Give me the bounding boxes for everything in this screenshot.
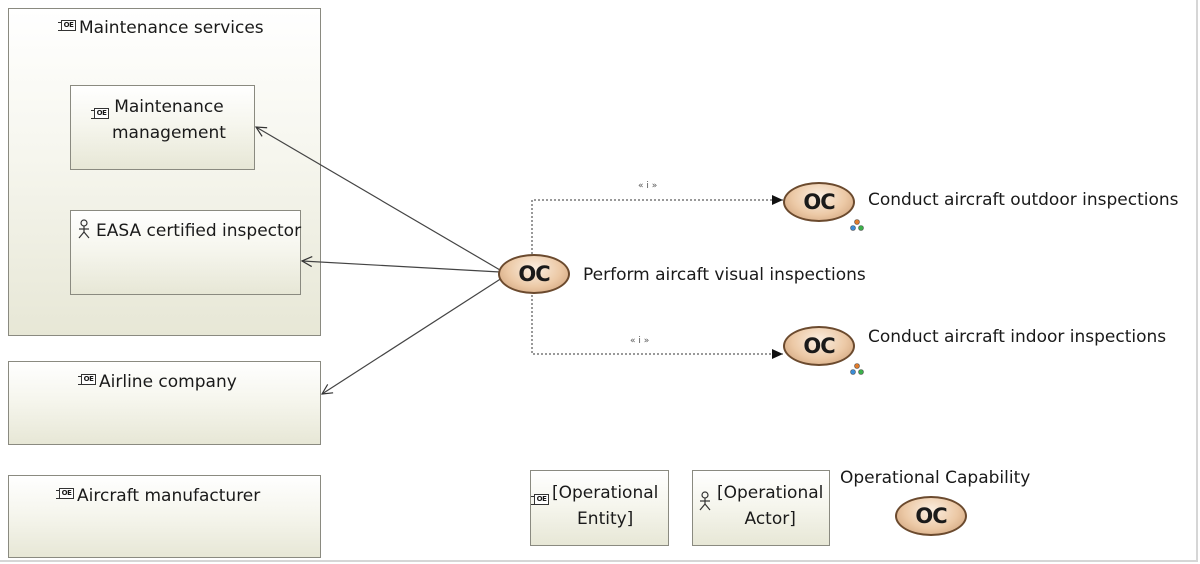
maintenance-management-label: Maintenance management xyxy=(112,97,226,143)
aircraft-manufacturer-label: Aircraft manufacturer xyxy=(77,486,261,506)
involvement-link-easa-inspector[interactable] xyxy=(302,261,501,273)
operational-entity-icon: OE xyxy=(58,20,76,31)
actor-icon xyxy=(78,219,90,239)
operational-entity-icon: OE xyxy=(531,494,549,505)
operational-entity-icon: OE xyxy=(91,108,109,119)
maintenance-services-label: Maintenance services xyxy=(79,18,264,38)
oc-badge: OC xyxy=(518,262,550,286)
entity-aircraft-manufacturer[interactable]: OE Aircraft manufacturer xyxy=(8,475,321,558)
legend-actor-label: [Operational Actor] xyxy=(698,480,823,532)
involvement-link-maintenance-management[interactable] xyxy=(256,127,501,271)
include-stereotype-outdoor: « i » xyxy=(638,181,658,191)
legend-capability-symbol: OC xyxy=(895,496,967,536)
entity-label: OE Aircraft manufacturer xyxy=(56,484,261,508)
legend-actor-text: [Operational Actor] xyxy=(717,483,824,529)
actor-label: EASA certified inspector xyxy=(77,219,301,243)
entity-airline-company[interactable]: OE Airline company xyxy=(8,361,321,445)
legend-operational-actor: [Operational Actor] xyxy=(692,470,830,546)
legend-entity-label: OE [Operational Entity] xyxy=(531,480,659,532)
entity-maintenance-management[interactable]: OE Maintenance management xyxy=(70,85,255,170)
actor-icon xyxy=(699,491,711,511)
oc-badge: OC xyxy=(803,334,835,358)
legend-capability-label: Operational Capability xyxy=(840,468,1031,488)
capability-label-outdoor: Conduct aircraft outdoor inspections xyxy=(868,190,1179,210)
actor-easa-certified-inspector[interactable]: EASA certified inspector xyxy=(70,210,301,295)
oc-badge: OC xyxy=(803,190,835,214)
include-stereotype-indoor: « i » xyxy=(630,336,650,346)
capability-label-indoor: Conduct aircraft indoor inspections xyxy=(868,327,1167,347)
entity-label: OE Airline company xyxy=(78,370,237,394)
capability-indoor-inspections[interactable]: OC xyxy=(783,326,855,366)
airline-company-label: Airline company xyxy=(99,372,237,392)
hierarchy-icon xyxy=(850,219,864,231)
oc-badge: OC xyxy=(915,504,947,528)
capability-label-perform: Perform aircaft visual inspections xyxy=(583,265,866,285)
operational-entity-icon: OE xyxy=(56,488,74,499)
legend-entity-text: [Operational Entity] xyxy=(552,483,659,529)
hierarchy-icon xyxy=(850,363,864,375)
entity-label: OE Maintenance management xyxy=(91,94,226,146)
capability-outdoor-inspections[interactable]: OC xyxy=(783,182,855,222)
capability-perform-visual-inspections[interactable]: OC xyxy=(498,254,570,294)
include-link-indoor[interactable] xyxy=(531,291,783,359)
easa-inspector-label: EASA certified inspector xyxy=(96,221,302,241)
operational-entity-icon: OE xyxy=(78,374,96,385)
involvement-link-airline-company[interactable] xyxy=(322,277,503,394)
entity-label: OE Maintenance services xyxy=(58,16,264,40)
legend-operational-entity: OE [Operational Entity] xyxy=(530,470,669,546)
include-link-outdoor[interactable] xyxy=(531,195,783,258)
